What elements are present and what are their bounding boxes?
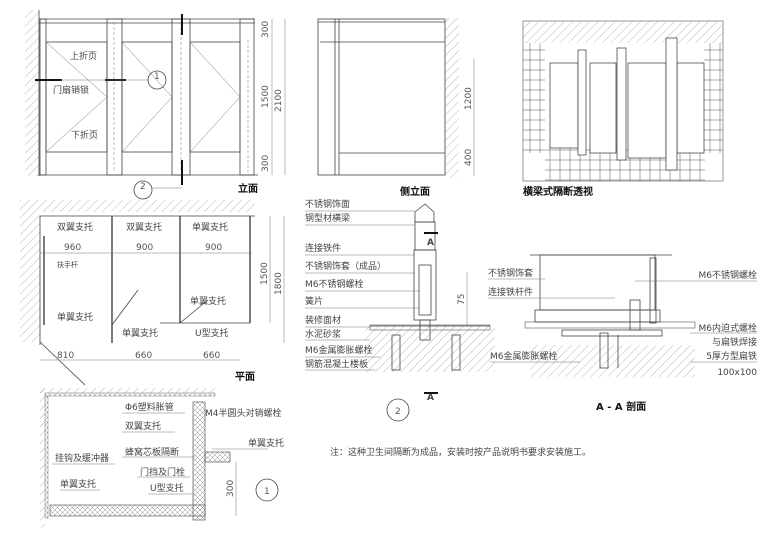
section-cut-a-top: A — [427, 238, 434, 248]
general-note: 注：这种卫生间隔断为成品，安装时按产品说明书要求安装施工。 — [330, 446, 591, 458]
section-aa-title: A - A 剖面 — [596, 400, 646, 413]
label-lower-hinge: 下折页 — [71, 129, 98, 141]
detail-1-view: 300 Φ6塑料胀管 M4半圆头对销螺栓 双翼支托 单翼支托 蜂窝芯板隔断 挂钩… — [40, 388, 284, 528]
dim-900-a: 900 — [136, 243, 153, 253]
label-single-support-4: 单翼支托 — [122, 327, 158, 339]
label-aa-bolt: M6不锈钢螺栓 — [699, 269, 758, 281]
label-m6-ss-bolt: M6不锈钢螺栓 — [305, 278, 364, 290]
label-single-support-1: 单翼支托 — [192, 221, 228, 233]
detail-marker-1-bottom — [255, 478, 279, 502]
dim-300-detail: 300 — [226, 480, 236, 497]
label-upper-hinge: 上折页 — [70, 50, 97, 62]
label-double-support-2: 双翼支托 — [126, 221, 162, 233]
elevation-title: 立面 — [238, 182, 258, 195]
perspective-title: 横梁式隔断透视 — [523, 185, 593, 198]
label-aa-weld: 与扁铁焊接 — [712, 336, 757, 348]
label-door-lock: 门扇销锁 — [53, 84, 89, 96]
label-honeycomb: 蜂窝芯板隔断 — [125, 446, 179, 458]
label-aa-flat-iron: 5厚方型扁铁 — [706, 350, 757, 362]
elevation-view: 上折页 门扇销锁 下折页 1 2 300 1500 300 2100 立面 — [25, 10, 286, 200]
plan-view: 960 900 900 810 660 660 1500 1800 双翼支托 双… — [20, 200, 285, 386]
dim-1500: 1500 — [260, 262, 270, 285]
label-d1-single-support-left: 单翼支托 — [60, 478, 96, 490]
dim-mid: 1500 — [261, 85, 271, 108]
label-mortar: 水泥砂浆 — [305, 328, 341, 340]
dim-660-b: 660 — [203, 351, 220, 361]
label-aa-anchor: M6金属膨胀螺栓 — [490, 350, 558, 362]
label-slab: 钢筋混凝土楼板 — [305, 358, 368, 370]
label-m6-anchor: M6金属膨胀螺栓 — [305, 344, 373, 356]
dim-1200: 1200 — [464, 87, 474, 110]
section-aa-view: 不锈钢饰套 连接铁杆件 M6不锈钢螺栓 M6内迫式螺栓 与扁铁焊接 M6金属膨胀… — [488, 254, 758, 413]
label-spring: 簧片 — [305, 295, 323, 307]
label-plastic-plug: Φ6塑料胀管 — [125, 401, 174, 413]
label-finish: 装修面材 — [305, 314, 341, 326]
dim-900-b: 900 — [205, 243, 222, 253]
section-cut-a-bottom: A — [427, 393, 434, 403]
label-aa-inner-bolt: M6内迫式螺栓 — [699, 322, 758, 334]
marker-2-number: 2 — [140, 182, 146, 192]
dim-810: 810 — [57, 351, 74, 361]
dim-total: 2100 — [274, 89, 284, 112]
label-m4-bolt: M4半圆头对销螺栓 — [205, 407, 282, 419]
label-handrail: 扶手杆 — [57, 260, 78, 269]
label-aa-rod: 连接铁杆件 — [488, 286, 533, 298]
dim-960: 960 — [64, 243, 81, 253]
side-elevation-title: 侧立面 — [400, 185, 430, 198]
plan-title: 平面 — [235, 371, 255, 383]
label-ss-sleeve: 不锈钢饰套（成品） — [305, 260, 386, 272]
side-elevation-view: 1200 400 侧立面 — [317, 18, 475, 198]
section-marker-2-number: 2 — [395, 407, 401, 417]
section-marker-2 — [386, 398, 410, 422]
label-d1-double-support: 双翼支托 — [125, 420, 161, 432]
label-double-support-1: 双翼支托 — [57, 221, 93, 233]
marker-1-number: 1 — [154, 72, 160, 82]
label-d1-single-support-right: 单翼支托 — [248, 437, 284, 449]
detail-marker-1 — [147, 70, 167, 90]
label-single-support-3: 单翼支托 — [190, 295, 226, 307]
label-u-support: U型支托 — [195, 327, 229, 339]
detail-marker-1-number: 1 — [264, 487, 270, 497]
label-hook: 挂钩及缓冲器 — [55, 452, 109, 464]
dim-75: 75 — [457, 294, 467, 305]
label-ss-face: 不锈钢饰面 — [305, 198, 350, 210]
dim-400: 400 — [464, 149, 474, 166]
label-d1-u-support: U型支托 — [150, 482, 184, 494]
label-steel-beam: 钢型材横梁 — [305, 212, 350, 224]
detail-marker-2 — [133, 180, 153, 200]
dim-top: 300 — [261, 21, 271, 38]
dim-1800: 1800 — [274, 272, 284, 295]
label-aa-sleeve: 不锈钢饰套 — [488, 267, 533, 279]
dim-660-a: 660 — [135, 351, 152, 361]
label-single-support-2: 单翼支托 — [57, 311, 93, 323]
dim-bottom: 300 — [261, 155, 271, 172]
section-2-view: A A 75 不锈钢饰面 钢型材横梁 连接铁件 不锈钢饰套（成品） M6不锈钢螺… — [305, 198, 495, 422]
label-aa-size: 100x100 — [717, 368, 757, 378]
perspective-view: 横梁式隔断透视 — [522, 20, 724, 198]
label-door-stop: 门挡及门栓 — [140, 466, 185, 478]
label-connector: 连接铁件 — [305, 242, 341, 254]
